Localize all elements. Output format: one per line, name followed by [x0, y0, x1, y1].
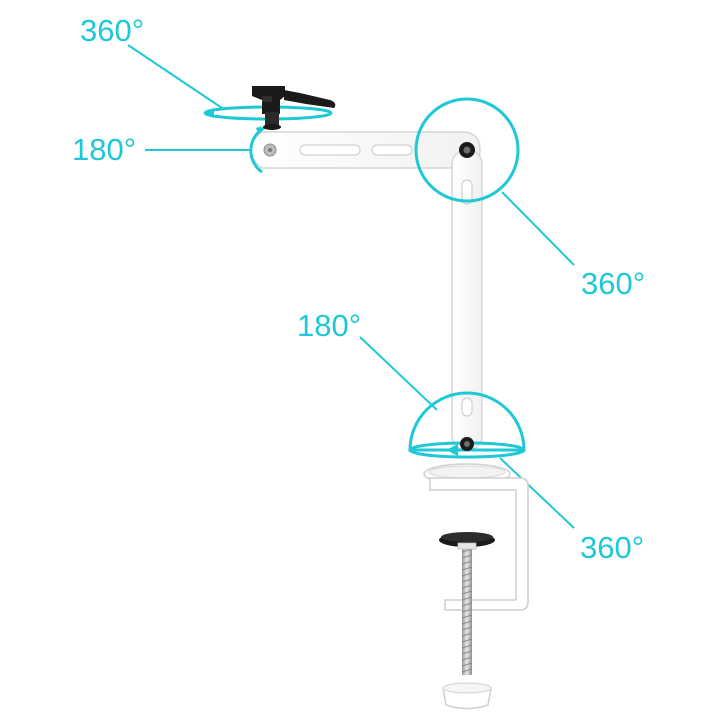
top-tilt-label: 180° [72, 132, 137, 167]
upper-arm-slot-1 [299, 144, 361, 156]
upper-arm-slot-2 [371, 144, 413, 156]
callout-line-base-tilt [359, 336, 438, 411]
base-tilt-label: 180° [297, 308, 362, 343]
callout-line-base-rotation [499, 457, 575, 529]
elbow-rotation-label: 360° [581, 266, 646, 301]
quick-release-lever-icon [284, 90, 336, 108]
base-rotation-arrow-icon [446, 444, 458, 456]
base-tilt-dome [408, 391, 526, 452]
top-rotation-label: 360° [80, 13, 145, 48]
clamp-c-bracket [429, 477, 529, 611]
callout-line-top-rotation [127, 44, 223, 109]
base-joint [408, 391, 526, 459]
elbow-knob-icon [459, 142, 475, 158]
lower-arm-slot-2 [461, 397, 473, 417]
base-rotation-label: 360° [580, 530, 645, 565]
camera-mount [203, 86, 336, 174]
upper-arm [249, 131, 481, 169]
desk-clamp [423, 463, 529, 710]
callout-lines [127, 44, 575, 529]
elbow-highlight-circle [414, 97, 520, 203]
callout-line-elbow-rotation [501, 191, 575, 266]
lower-arm [451, 149, 483, 451]
top-rotation-arrow-icon [204, 108, 214, 118]
lower-arm-slot-1 [461, 179, 473, 205]
top-tilt-arc [249, 125, 267, 174]
